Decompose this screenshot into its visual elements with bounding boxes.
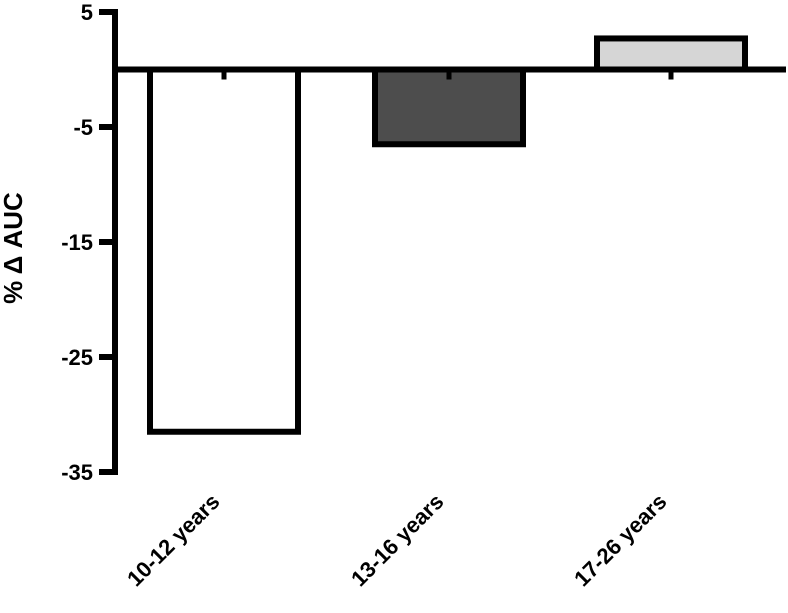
bars-group	[147, 35, 748, 435]
y-axis: 5 -5 -15 -25 -35	[61, 0, 118, 485]
y-axis-label: % Δ AUC	[0, 192, 28, 304]
x-category-label-2: 13-16 years	[346, 489, 448, 591]
bar-3	[594, 35, 748, 73]
y-tick-label-2: -5	[73, 115, 93, 140]
x-axis-labels: 10-12 years 13-16 years 17-26 years	[122, 489, 671, 591]
y-tick-label-5: -35	[61, 460, 93, 485]
y-tick-label-1: 5	[81, 0, 93, 25]
x-category-label-3: 17-26 years	[569, 489, 671, 591]
y-tick-label-4: -25	[61, 345, 93, 370]
y-tick-label-3: -15	[61, 230, 93, 255]
bar-1	[147, 66, 301, 435]
bar-2	[372, 66, 526, 148]
x-category-label-1: 10-12 years	[122, 489, 224, 591]
